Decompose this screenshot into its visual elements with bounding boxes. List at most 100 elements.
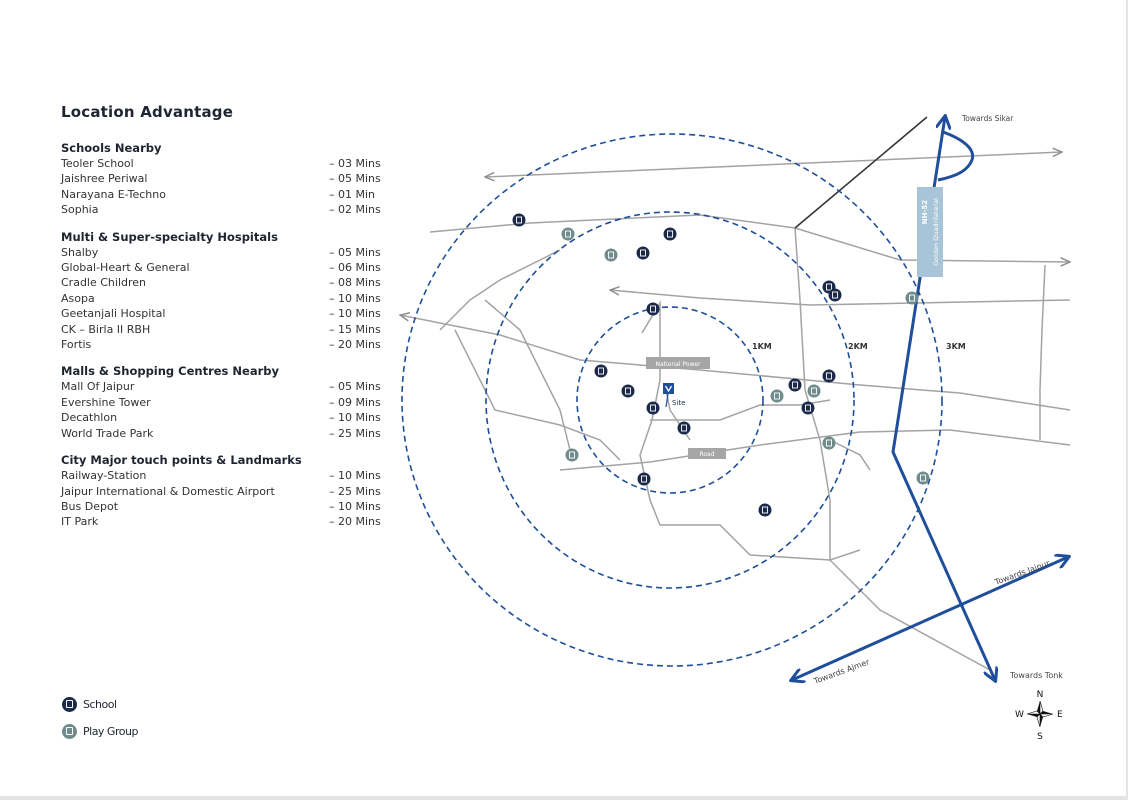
item-name: Decathlon bbox=[61, 411, 118, 425]
playgroup-marker-icon bbox=[604, 248, 618, 262]
list-item: Cradle Children – 08 Mins bbox=[61, 275, 391, 290]
page-title: Location Advantage bbox=[61, 103, 234, 121]
playgroup-marker-icon bbox=[565, 448, 579, 462]
compass-north: N bbox=[1037, 690, 1044, 700]
item-name: Sophia bbox=[61, 203, 99, 217]
highway-jaipur-ajmer bbox=[792, 557, 1068, 680]
item-time: – 06 Mins bbox=[329, 261, 381, 275]
school-marker-icon bbox=[636, 246, 650, 260]
item-name: Fortis bbox=[61, 338, 92, 352]
playgroup-marker-icon bbox=[770, 389, 784, 403]
item-time: – 05 Mins bbox=[329, 245, 381, 259]
item-time: – 08 Mins bbox=[329, 276, 381, 290]
list-item: IT Park– 20 Mins bbox=[61, 514, 391, 529]
road-label-box bbox=[688, 448, 726, 459]
list-item: Mall Of Jaipur– 05 Mins bbox=[61, 379, 391, 394]
item-name: CK – Birla II RBH bbox=[61, 322, 151, 336]
item-time: – 09 Mins bbox=[329, 395, 381, 409]
legend-item-playgroup: Play Group bbox=[62, 723, 138, 739]
item-name: Jaipur International & Domestic Airport bbox=[61, 484, 275, 498]
list-item: CK – Birla II RBH– 15 Mins bbox=[61, 322, 391, 337]
highway-label-box bbox=[917, 187, 943, 277]
list-item: Narayana E-Techno – 01 Min bbox=[61, 187, 391, 202]
compass-south: S bbox=[1037, 732, 1043, 742]
highway-loop bbox=[937, 130, 975, 182]
road bbox=[749, 549, 861, 561]
section-heading: Multi & Super-specialty Hospitals bbox=[61, 229, 278, 244]
section-landmarks: City Major touch points & Landmarks Rail… bbox=[61, 453, 391, 530]
item-name: Teoler School bbox=[61, 157, 134, 170]
list-item: Global-Heart & General – 06 Mins bbox=[61, 260, 391, 275]
list-item: Decathlon – 10 Mins bbox=[61, 410, 391, 425]
item-time: – 01 Min bbox=[329, 187, 376, 201]
location-lists: Schools Nearby Teoler School– 03 Mins Ja… bbox=[61, 141, 391, 542]
item-name: World Trade Park bbox=[61, 426, 154, 440]
road bbox=[1039, 264, 1046, 440]
item-time: – 10 Mins bbox=[329, 411, 381, 425]
section-malls: Malls & Shopping Centres Nearby Mall Of … bbox=[61, 364, 391, 441]
list-item: Jaipur International & Domestic Airport–… bbox=[61, 484, 391, 499]
school-marker-icon bbox=[788, 378, 802, 392]
section-hospitals: Multi & Super-specialty Hospitals Shalby… bbox=[61, 230, 391, 353]
road-network bbox=[400, 152, 1070, 671]
item-time: – 10 Mins bbox=[329, 291, 381, 305]
road bbox=[485, 152, 1062, 177]
label-towards-tonk: Towards Tonk bbox=[1009, 671, 1063, 680]
item-name: Narayana E-Techno bbox=[61, 187, 166, 201]
playgroup-marker-icon bbox=[905, 291, 919, 305]
section-heading: City Major touch points & Landmarks bbox=[61, 453, 302, 468]
road bbox=[484, 299, 571, 451]
item-name: Cradle Children bbox=[61, 276, 147, 290]
school-marker-icon bbox=[646, 401, 660, 415]
highway-name: NH-52 bbox=[921, 200, 929, 224]
school-markers bbox=[512, 213, 842, 517]
school-marker-icon bbox=[621, 384, 635, 398]
section-schools: Schools Nearby Teoler School– 03 Mins Ja… bbox=[61, 141, 391, 218]
item-name: IT Park bbox=[61, 515, 99, 529]
list-item: Geetanjali Hospital– 10 Mins bbox=[61, 306, 391, 321]
item-name: Evershine Tower bbox=[61, 395, 151, 409]
school-marker-icon bbox=[828, 288, 842, 302]
legend-item-school: School bbox=[62, 696, 138, 712]
road-to-sikar bbox=[794, 116, 928, 229]
label-towards-sikar: Towards Sikar bbox=[961, 114, 1014, 123]
list-item: Teoler School– 03 Mins bbox=[61, 156, 391, 171]
highway-label: NH-52 Golden Quadrilateral bbox=[917, 187, 943, 277]
site-pin-glyph bbox=[664, 385, 673, 393]
school-marker-icon bbox=[512, 213, 526, 227]
ring-1km bbox=[576, 306, 764, 494]
school-marker-icon bbox=[637, 472, 651, 486]
ring-label-3km: 3KM bbox=[946, 342, 966, 351]
item-name: Mall Of Jaipur bbox=[61, 380, 135, 394]
item-name: Global-Heart & General bbox=[61, 261, 190, 275]
school-icon bbox=[62, 696, 77, 712]
road bbox=[439, 249, 561, 331]
playgroup-marker-icon bbox=[807, 384, 821, 398]
label-towards-ajmer: Towards Ajmer bbox=[812, 657, 872, 686]
item-time: – 25 Mins bbox=[329, 426, 381, 440]
ring-2km bbox=[485, 211, 855, 589]
item-time: – 20 Mins bbox=[329, 338, 381, 352]
compass-icon: N S E W bbox=[1015, 690, 1063, 742]
playgroup-marker-icon bbox=[822, 436, 836, 450]
ring-label-2km: 2KM bbox=[848, 342, 868, 351]
list-item: World Trade Park – 25 Mins bbox=[61, 426, 391, 441]
item-time: – 10 Mins bbox=[329, 469, 381, 483]
highway-subname: Golden Quadrilateral bbox=[932, 198, 940, 266]
ring-label-1km: 1KM bbox=[752, 342, 772, 351]
map-legend: School Play Group bbox=[62, 696, 138, 750]
section-heading: Schools Nearby bbox=[61, 141, 162, 155]
label-towards-jaipur: Towards Jaipur bbox=[993, 558, 1052, 587]
playgroup-marker-icon bbox=[561, 227, 575, 241]
school-marker-icon bbox=[663, 227, 677, 241]
item-time: – 05 Mins bbox=[329, 172, 381, 186]
list-item: Sophia– 02 Mins bbox=[61, 202, 391, 217]
list-item: Evershine Tower – 09 Mins bbox=[61, 395, 391, 410]
road bbox=[639, 300, 751, 556]
list-item: Bus Depot– 10 Mins bbox=[61, 499, 391, 514]
road-label: National Power bbox=[655, 361, 701, 368]
playgroup-icon bbox=[62, 723, 77, 739]
school-marker-icon bbox=[594, 364, 608, 378]
site-marker: Site bbox=[663, 383, 685, 408]
